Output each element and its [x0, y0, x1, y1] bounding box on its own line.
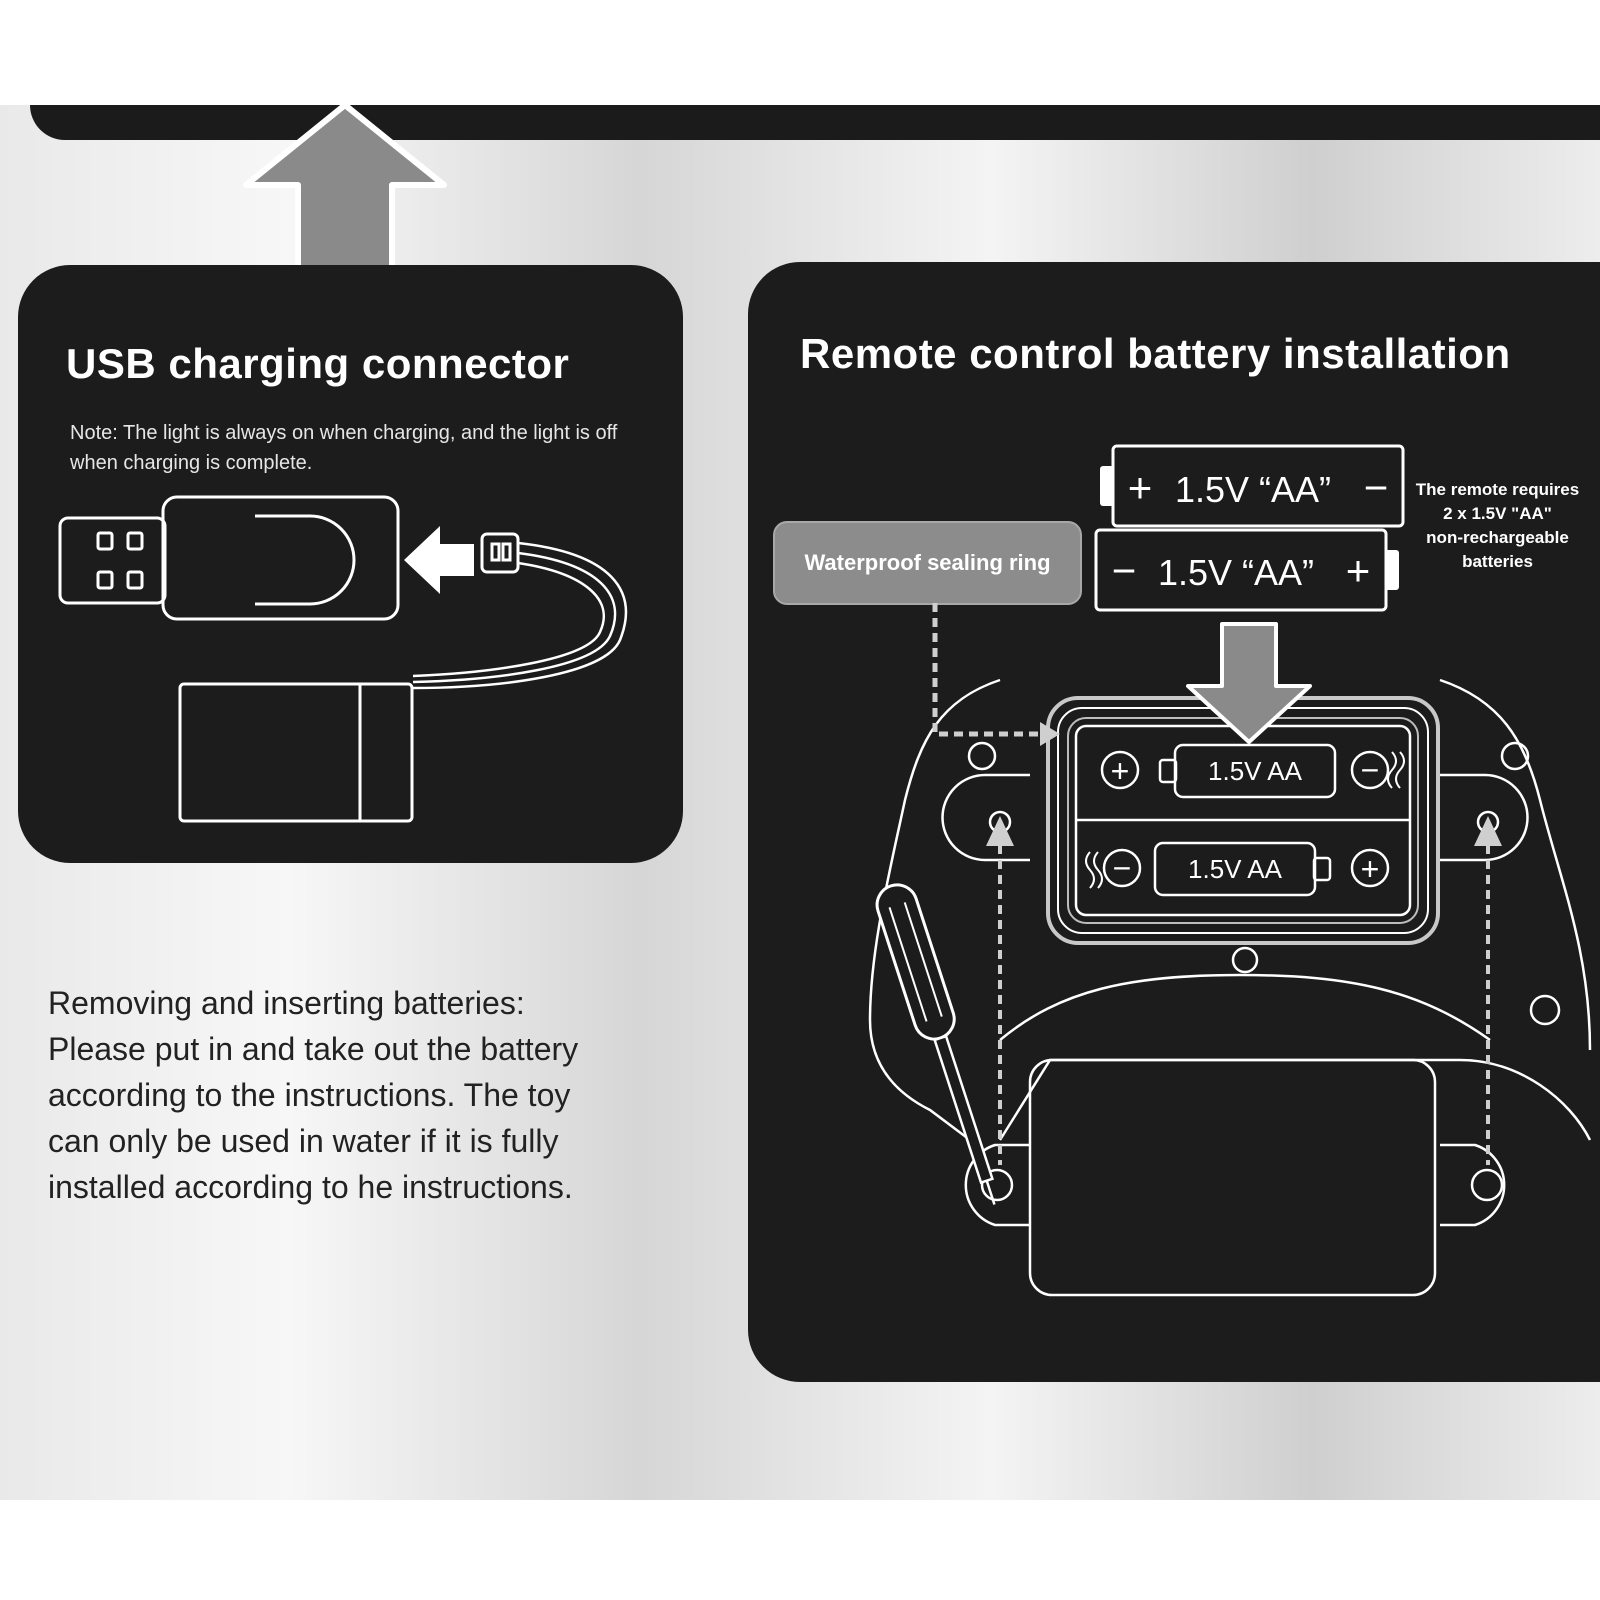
aa-battery-bottom-icon: − 1.5V “AA” + — [1094, 528, 1399, 612]
battery-minus-sign: − — [1364, 464, 1389, 511]
charging-note: Note: The light is always on when chargi… — [70, 422, 618, 474]
requirement-line: non-rechargeable — [1426, 528, 1569, 547]
aa-battery-top-icon: + 1.5V “AA” − — [1100, 444, 1405, 528]
compartment-battery-label: 1.5V AA — [1188, 854, 1283, 884]
requirement-line: 2 x 1.5V "AA" — [1443, 504, 1552, 523]
compartment-plus-sign: + — [1361, 851, 1380, 887]
battery-bottom-label: 1.5V “AA” — [1158, 552, 1314, 593]
remote-battery-illustration: + 1.5V “AA” − − 1.5V “AA” + — [868, 444, 1592, 1297]
battery-minus-sign: − — [1112, 547, 1137, 594]
instruction-line: can only be used in water if it is fully — [48, 1123, 559, 1159]
instruction-line: Please put in and take out the battery — [48, 1031, 579, 1067]
compartment-minus-sign: − — [1361, 752, 1380, 788]
usb-body-icon — [161, 495, 400, 621]
battery-plus-sign: + — [1128, 464, 1153, 511]
battery-plus-sign: + — [1346, 547, 1371, 594]
remote-section-title: Remote control battery installation — [800, 330, 1511, 377]
compartment-minus-sign: − — [1113, 850, 1132, 886]
battery-compartment-icon: + 1.5V AA − − 1.5V AA + — [1046, 696, 1440, 945]
screw-arrow-right-icon — [1474, 816, 1502, 846]
insert-arrow-icon — [404, 526, 474, 594]
requirement-line: The remote requires — [1415, 480, 1580, 499]
sealing-ring-label: Waterproof sealing ring — [773, 521, 1082, 605]
sealing-ring-leader — [932, 603, 1045, 737]
usb-connector-illustration — [58, 495, 628, 823]
usb-plug-icon — [58, 516, 167, 605]
compartment-plus-sign: + — [1111, 753, 1130, 789]
usb-panel — [18, 265, 683, 863]
instruction-line: Removing and inserting batteries: — [48, 985, 525, 1021]
screw-arrow-left-icon — [986, 816, 1014, 846]
down-arrow-icon — [1186, 622, 1312, 744]
usb-section-title: USB charging connector — [66, 340, 570, 387]
top-bar — [30, 105, 1600, 140]
requirement-line: batteries — [1462, 552, 1533, 571]
battery-top-label: 1.5V “AA” — [1175, 469, 1331, 510]
battery-pack-icon — [178, 682, 414, 823]
battery-instructions: Removing and inserting batteries: Please… — [48, 980, 648, 1210]
compartment-battery-label: 1.5V AA — [1208, 756, 1303, 786]
instruction-line: installed according to he instructions. — [48, 1169, 573, 1205]
screwdriver-icon — [875, 883, 996, 1205]
instruction-line: according to the instructions. The toy — [48, 1077, 571, 1113]
battery-requirement-text: The remote requires 2 x 1.5V "AA" non-re… — [1405, 478, 1590, 574]
